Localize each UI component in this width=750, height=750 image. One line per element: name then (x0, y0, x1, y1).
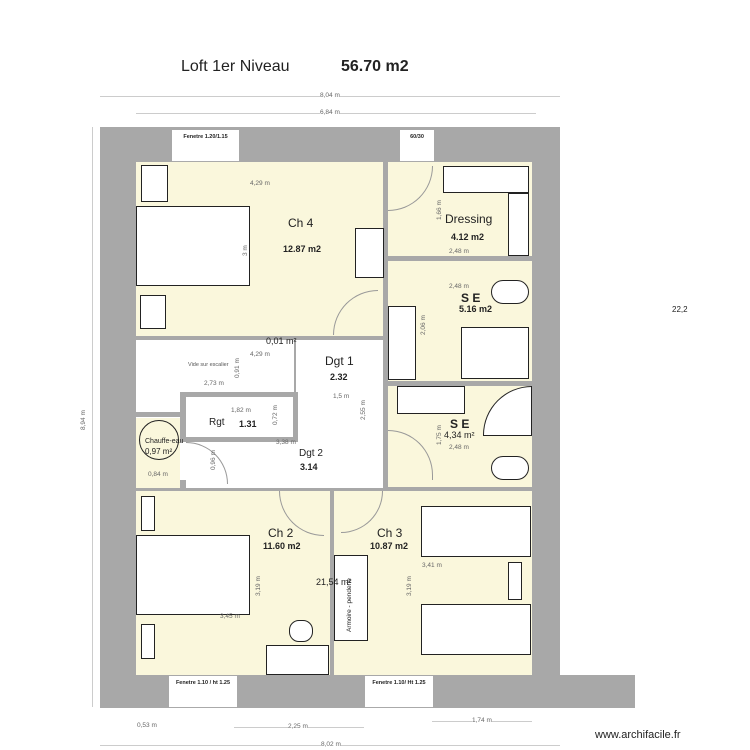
room-area-dgt2: 3.14 (300, 462, 318, 472)
chair (289, 620, 313, 642)
dim-bottom-overall: 8,02 m (321, 741, 341, 748)
room-name-dgt2: Dgt 2 (299, 448, 323, 459)
wall (294, 340, 296, 395)
window-top-right: 60/30 (400, 130, 434, 162)
window-bottom-right: Fenetre 1.10/ Ht 1.25 (365, 676, 433, 708)
room-area-vide: 0,01 m² (266, 336, 297, 346)
dim-chauffe-w: 0,84 m (148, 471, 168, 478)
dim-bottom-left: 0,53 m (137, 722, 157, 729)
dim-bottom-right: 1,74 m (472, 717, 492, 724)
plan-title: Loft 1er Niveau (181, 58, 290, 75)
bed-single (421, 506, 531, 557)
room-name-ch4: Ch 4 (288, 216, 314, 230)
dim-dressing-w: 2,48 m (449, 248, 469, 255)
room-area-dgt1: 2.32 (330, 372, 348, 382)
total-area: 56.70 m2 (341, 58, 409, 75)
room-name-rgt: Rgt (209, 417, 225, 428)
window-top-left: Fenetre 1.20/1.15 (172, 130, 239, 162)
outer-walls-ext (540, 675, 635, 708)
dim-vide-w2: 2,73 m (204, 380, 224, 387)
wardrobe (334, 555, 368, 641)
dim-line (92, 127, 93, 707)
combined-area: 21,54 m² (316, 577, 352, 587)
room-name-chauffe: Chauffe-eau (145, 438, 184, 445)
dim-se2-h: 1,75 m (436, 425, 443, 445)
room-area-rgt: 1.31 (239, 419, 257, 429)
nightstand (141, 624, 155, 659)
window-bottom-left: Fenetre 1.10 / ht 1.25 (169, 676, 237, 708)
dim-vide-w: 4,29 m (250, 351, 270, 358)
dim-rgt-w: 1,82 m (231, 407, 251, 414)
room-area-dressing: 4.12 m2 (451, 232, 485, 242)
room-area-ch2: 11.60 m2 (263, 541, 301, 551)
dim-dgt2-w: 3,38 m (276, 439, 296, 446)
dim-vide-h: 0,91 m (234, 358, 241, 378)
dim-ch2-h: 3,19 m (255, 576, 262, 596)
toilet (491, 280, 529, 304)
dresser (140, 295, 166, 329)
shelf (443, 166, 529, 193)
dim-rgt-h: 0,72 m (272, 405, 279, 425)
room-area-ch3: 10.87 m2 (370, 541, 409, 551)
dim-left-height: 8,94 m (80, 410, 87, 430)
bed-double (136, 535, 250, 615)
desk (355, 228, 384, 278)
dim-ch4-w: 4,29 m (250, 180, 270, 187)
dim-ch3-w: 3,41 m (422, 562, 442, 569)
room-area-chauffe: 0,97 m² (145, 447, 173, 456)
dim-se2-w: 2,48 m (449, 444, 469, 451)
dim-ch2-w: 3,45 m (220, 613, 240, 620)
room-name-ch2: Ch 2 (268, 526, 294, 540)
double-sink (388, 306, 416, 380)
room-area-ch4: 12.87 m2 (283, 244, 322, 254)
nightstand (508, 562, 522, 600)
nightstand (141, 496, 155, 531)
room-name-se2: S E (450, 417, 470, 431)
dim-se1-w: 2,48 m (449, 283, 469, 290)
bed-double (136, 206, 250, 286)
dim-bottom-mid: 2,25 m (288, 723, 308, 730)
dim-top-overall: 8,04 m (320, 92, 340, 99)
dim-right-note: 22,2 (672, 305, 688, 314)
dim-dgt2-h: 0,96 m (210, 450, 217, 470)
room-name-dressing: Dressing (445, 212, 493, 226)
double-sink (397, 386, 465, 414)
room-area-se2: 4,34 m² (444, 430, 475, 440)
room-rgt (186, 397, 293, 437)
water-heater (139, 420, 179, 460)
room-name-dgt1: Dgt 1 (325, 354, 354, 368)
room-name-vide: Vide sur escalier (188, 362, 229, 368)
dim-dressing-h: 1,66 m (436, 200, 443, 220)
dim-dgt1-w: 1,5 m (333, 393, 350, 400)
dim-dgt1-h: 2,55 m (360, 400, 367, 420)
desk (266, 645, 329, 675)
room-name-ch3: Ch 3 (377, 526, 403, 540)
room-name-se1: S E (461, 291, 481, 305)
toilet (491, 456, 529, 480)
dim-se1-h: 2,06 m (420, 315, 427, 335)
wall (136, 412, 184, 417)
nightstand (141, 165, 168, 202)
dim-top-inner: 6,84 m (320, 109, 340, 116)
bed-single (421, 604, 531, 655)
room-area-se1: 5.16 m2 (459, 304, 493, 314)
shower (461, 327, 529, 379)
dim-ch3-h: 3,19 m (406, 576, 413, 596)
shelf (508, 193, 529, 256)
watermark: www.archifacile.fr (595, 729, 681, 741)
dim-ch4-h: 3 m (242, 245, 249, 256)
